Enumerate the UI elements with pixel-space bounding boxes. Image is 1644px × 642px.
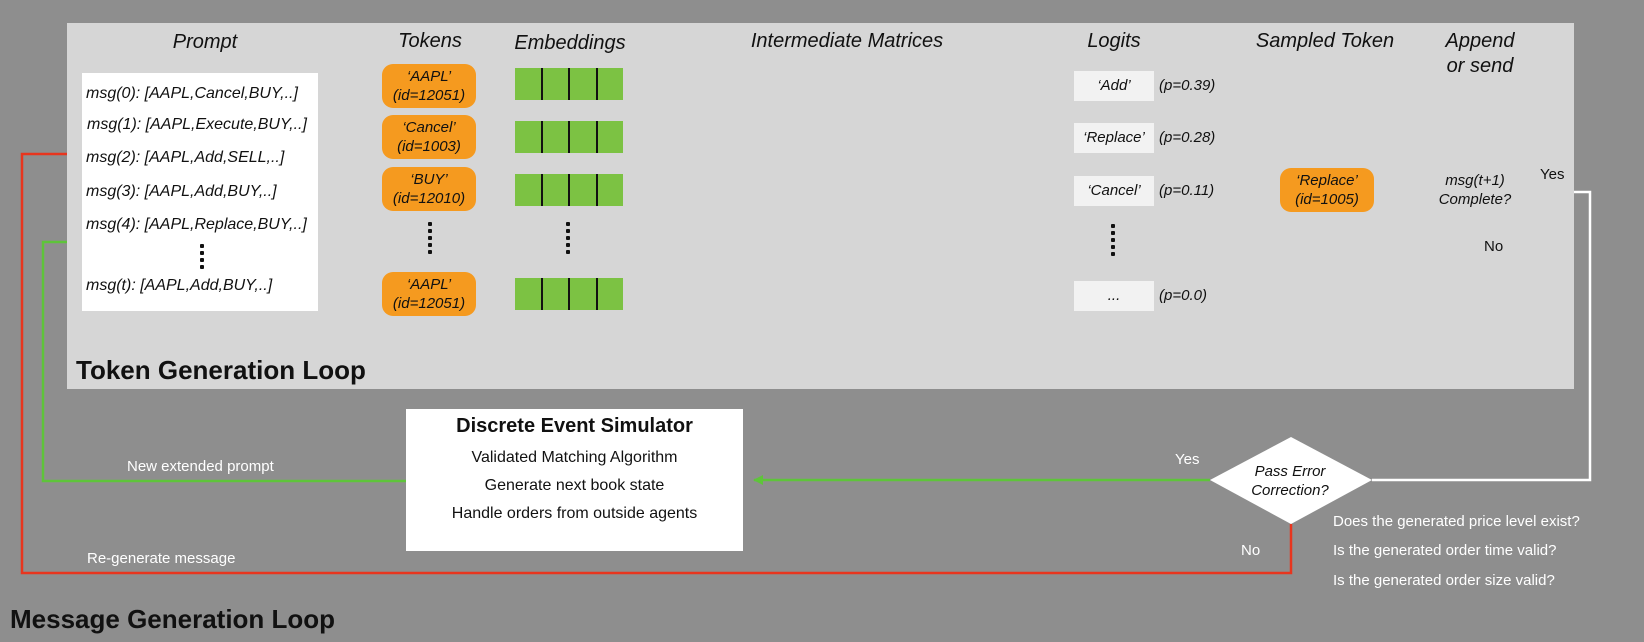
complete-yes-label: Yes xyxy=(1540,166,1565,183)
error-yes-label: Yes xyxy=(1175,451,1200,468)
simulator-box: Discrete Event Simulator Validated Match… xyxy=(406,409,743,551)
token-pill: ‘AAPL’ (id=12051) xyxy=(382,64,476,108)
complete-check-line2: Complete? xyxy=(1438,191,1512,208)
new-prompt-label: New extended prompt xyxy=(127,458,274,475)
error-check-text: Pass Error Correction? xyxy=(1230,462,1350,500)
error-check-line1: Pass Error xyxy=(1254,463,1326,480)
embedding-vector xyxy=(515,174,623,206)
prompt-box: msg(0): [AAPL,Cancel,BUY,..] msg(1): [AA… xyxy=(82,73,318,311)
token-id: (id=12051) xyxy=(392,87,466,104)
logits-ellipsis-icon xyxy=(1109,224,1117,259)
embedding-vector xyxy=(515,121,623,153)
prompt-message: msg(t): [AAPL,Add,BUY,..] xyxy=(86,277,273,294)
prompt-ellipsis-icon xyxy=(198,244,206,272)
complete-no-label: No xyxy=(1484,238,1504,255)
append-header-line2: or send xyxy=(1446,55,1514,77)
token-name: ‘AAPL’ xyxy=(406,276,452,293)
token-loop-title: Token Generation Loop xyxy=(76,355,366,385)
embedding-vector xyxy=(515,278,623,310)
sampled-token-id: (id=1005) xyxy=(1295,191,1359,208)
logit-label: ... xyxy=(1074,281,1154,311)
token-pill: ‘Cancel’ (id=1003) xyxy=(382,115,476,159)
prompt-message: msg(0): [AAPL,Cancel,BUY,..] xyxy=(86,85,298,102)
prompt-message: msg(2): [AAPL,Add,SELL,..] xyxy=(86,149,285,166)
simulator-line: Validated Matching Algorithm xyxy=(471,449,678,466)
logit-probability: (p=0.28) xyxy=(1159,129,1216,146)
prompt-message: msg(3): [AAPL,Add,BUY,..] xyxy=(86,183,277,200)
token-id: (id=1003) xyxy=(397,138,461,155)
regenerate-arrow xyxy=(20,149,1293,575)
error-check-line2: Correction? xyxy=(1251,482,1329,499)
new-prompt-arrow xyxy=(41,237,406,483)
logit-label: ‘Cancel’ xyxy=(1074,176,1154,206)
token-name: ‘BUY’ xyxy=(410,171,448,188)
logit-label: ‘Replace’ xyxy=(1074,123,1154,153)
append-header-line1: Append xyxy=(1445,30,1515,52)
logit-probability: (p=0.39) xyxy=(1159,77,1216,94)
simulator-title: Discrete Event Simulator xyxy=(456,415,693,437)
token-id: (id=12010) xyxy=(392,190,466,207)
check-item: Does the generated price level exist? xyxy=(1333,513,1580,530)
simulator-line: Generate next book state xyxy=(484,477,665,494)
logits-header: Logits xyxy=(1087,30,1141,52)
complete-check-text: msg(t+1) Complete? xyxy=(1420,171,1530,209)
message-loop-title: Message Generation Loop xyxy=(10,604,336,634)
token-pill: ‘AAPL’ (id=12051) xyxy=(382,272,476,316)
sampled-token-header: Sampled Token xyxy=(1255,30,1395,52)
check-item: Is the generated order time valid? xyxy=(1333,542,1557,559)
token-pill: ‘BUY’ (id=12010) xyxy=(382,167,476,211)
embedding-vector xyxy=(515,68,623,100)
token-name: ‘Cancel’ xyxy=(402,119,456,136)
complete-check-line1: msg(t+1) xyxy=(1445,172,1505,189)
embeddings-header: Embeddings xyxy=(514,32,626,54)
tokens-header: Tokens xyxy=(398,30,462,52)
regenerate-label: Re-generate message xyxy=(87,550,236,567)
intermediate-header: Intermediate Matrices xyxy=(750,30,944,52)
prompt-header: Prompt xyxy=(172,31,238,53)
token-name: ‘AAPL’ xyxy=(406,68,452,85)
tokens-ellipsis-icon xyxy=(426,222,434,257)
embeddings-ellipsis-icon xyxy=(564,222,572,257)
sampled-token-pill: ‘Replace’ (id=1005) xyxy=(1280,168,1374,212)
simulator-line: Handle orders from outside agents xyxy=(451,505,698,522)
token-id: (id=12051) xyxy=(392,295,466,312)
logit-label: ‘Add’ xyxy=(1074,71,1154,101)
prompt-message: msg(1): [AAPL,Execute,BUY,..] xyxy=(87,116,307,133)
error-no-label: No xyxy=(1241,542,1261,559)
error-check-diamond xyxy=(1210,437,1372,524)
prompt-message: msg(4): [AAPL,Replace,BUY,..] xyxy=(86,216,307,233)
logit-probability: (p=0.0) xyxy=(1159,287,1207,304)
logit-probability: (p=0.11) xyxy=(1159,182,1215,199)
check-item: Is the generated order size valid? xyxy=(1333,572,1555,589)
sampled-token-name: ‘Replace’ xyxy=(1296,172,1358,189)
